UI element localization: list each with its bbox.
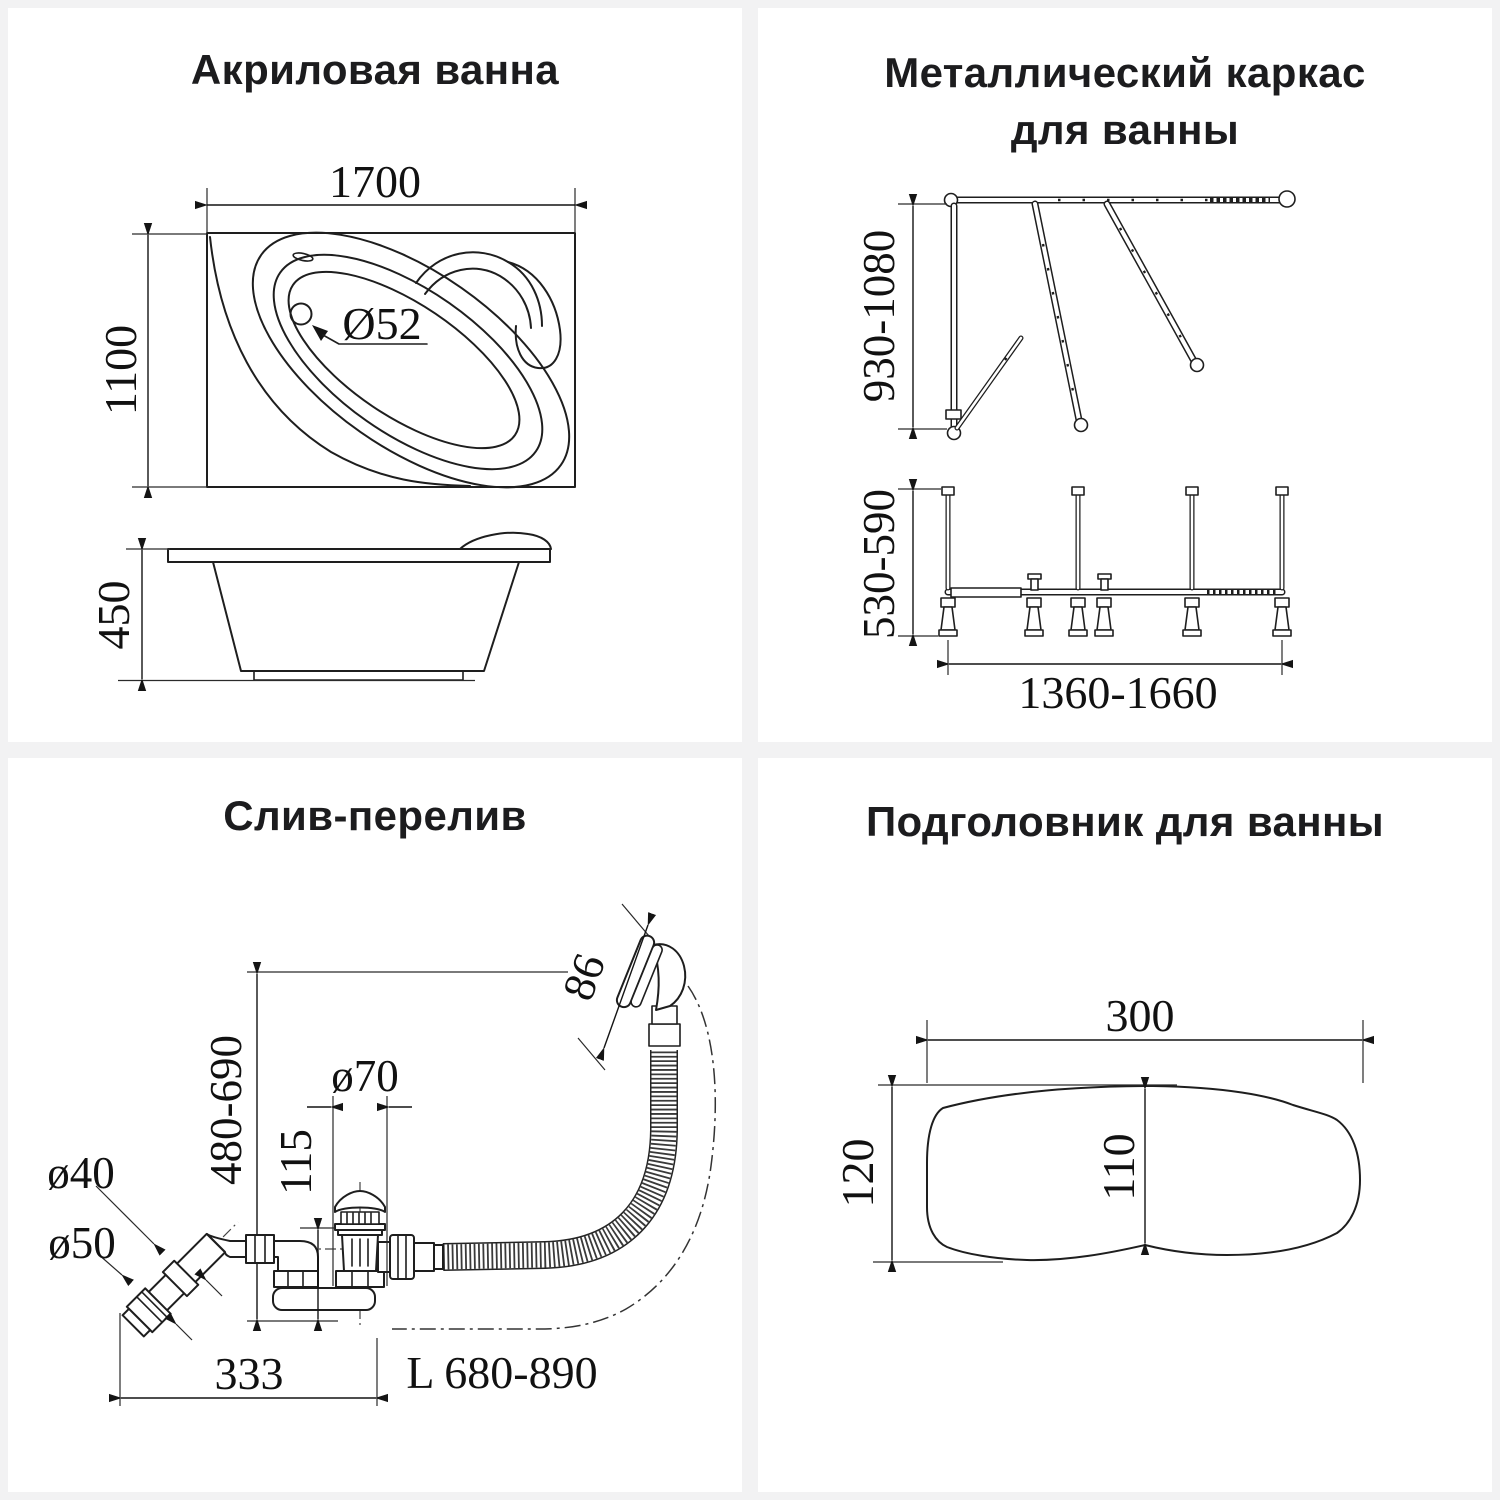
dim-frame-height: 930-1080 [854,193,947,440]
headrest-outline [926,1085,1361,1262]
panel-drain-overflow: Слив-перелив 86 [8,758,742,1492]
metal-frame-drawing: 930-1080 [854,190,1296,718]
overflow-hose [442,1050,678,1271]
dim-width-label: 1700 [329,156,421,207]
metal-frame-title-line1: Металлический каркас [884,49,1366,96]
dim-overflow-diameter-label: 86 [553,947,615,1006]
dim-body-height: 115 [271,1129,335,1332]
dim-outlet-large-label: ø50 [48,1218,116,1268]
headrest-drawing: 300 120 110 [832,990,1375,1273]
headrest-title: Подголовник для ванны [865,798,1385,845]
dim-outlet-small-label: ø40 [47,1148,115,1198]
dim-height-label: 450 [88,581,139,650]
dim-hose-length-label: L 680-890 [406,1347,597,1398]
dim-headrest-width-label: 300 [1106,990,1175,1041]
dim-height: 450 [88,537,170,692]
dim-headrest-inner-height-label: 110 [1093,1133,1144,1200]
dim-frame-length-label: 1360-1660 [1018,667,1217,718]
dim-headrest-height-label: 120 [832,1139,883,1208]
panel-headrest: Подголовник для ванны 300 120 110 [758,758,1492,1492]
dim-frame-length: 1360-1660 [936,640,1294,718]
outlet-pipe [121,1232,319,1338]
dim-cap-diameter: ø70 [307,1051,412,1286]
drain-overflow-title: Слив-перелив [223,792,527,839]
dim-base-width: 333 [108,1313,389,1406]
dim-height-range: 480-690 [201,961,568,1332]
bath-top-view [206,231,576,489]
frame-side-view [938,486,1292,637]
dim-headrest-width: 300 [915,990,1375,1083]
bath-side-view [118,531,552,682]
drain-overflow-drawing: 86 480-690 [47,903,717,1406]
frame-top-view [943,190,1296,441]
dim-body-height-label: 115 [271,1129,321,1195]
panel-metal-frame: Металлический каркас для ванны [758,8,1492,742]
dim-headrest-inner-height: 110 [1093,1076,1150,1256]
drain-assembly [121,1190,444,1338]
dim-depth: 1100 [95,222,207,499]
panel-acrylic-bath: Акриловая ванна 170 [8,8,742,742]
metal-frame-title: Металлический каркас для ванны [758,44,1492,158]
dim-frame-base-height: 530-590 [854,478,941,647]
dim-height-range-label: 480-690 [201,1035,251,1185]
dim-cap-diameter-label: ø70 [331,1051,399,1101]
dim-width: 1700 [194,156,588,232]
dim-base-width-label: 333 [215,1348,284,1399]
dim-outlet-diameters: ø40 ø50 [47,1148,223,1341]
drain-hole [289,302,313,326]
dim-depth-label: 1100 [95,325,146,415]
acrylic-bath-title: Акриловая ванна [190,46,560,93]
metal-frame-title-line2: для ванны [1010,106,1240,153]
dim-frame-base-height-label: 530-590 [854,489,904,639]
dim-headrest-height: 120 [832,1074,897,1273]
dim-frame-height-label: 930-1080 [854,230,904,403]
frame-feet [938,597,1292,637]
acrylic-bath-drawing: 1700 1100 Ø52 450 [88,156,588,692]
dim-drain-label: Ø52 [342,298,421,349]
